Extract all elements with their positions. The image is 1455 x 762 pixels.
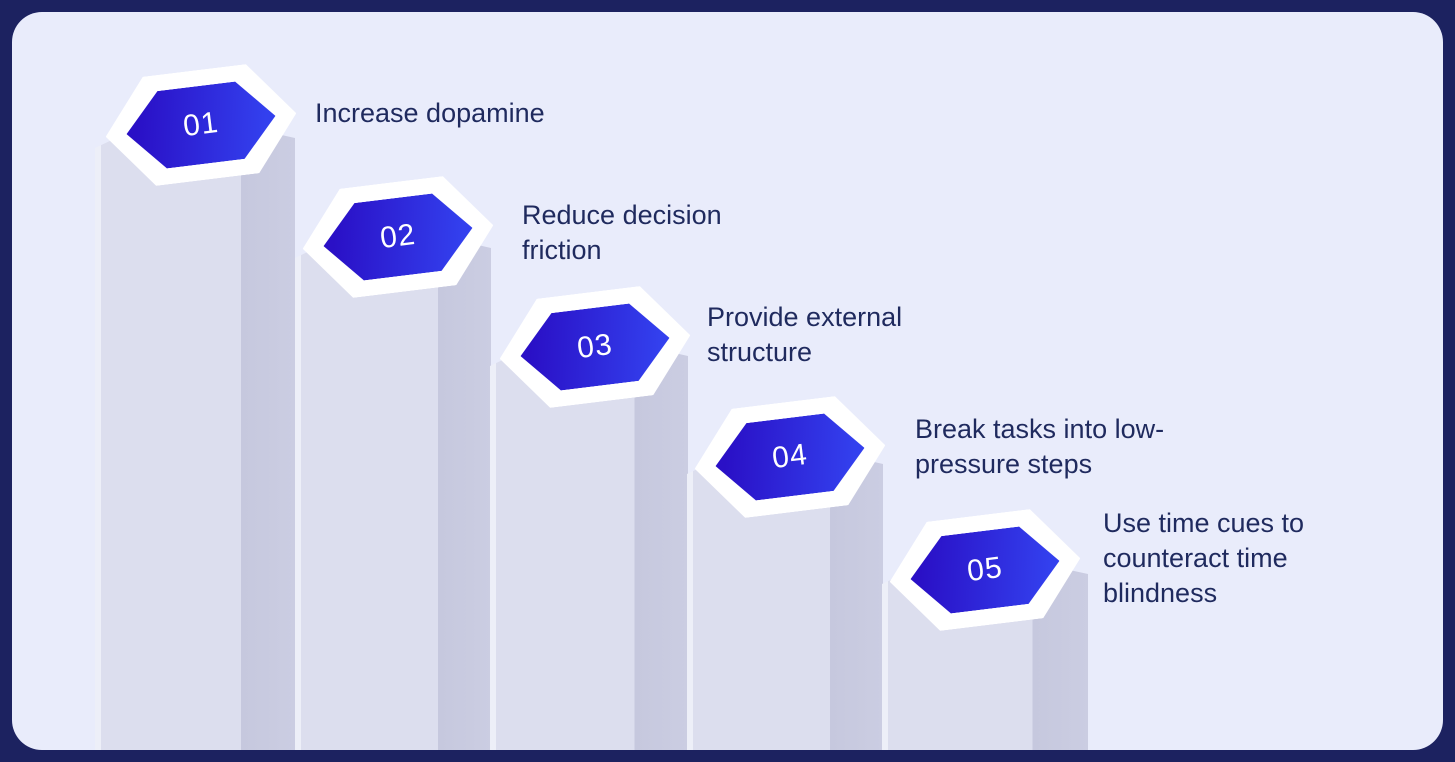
step-label-3: Provide external structure <box>707 302 903 367</box>
step-number-5: 05 <box>965 550 1005 589</box>
step-number-2: 02 <box>378 217 418 256</box>
badge-hexagon-5: 05 <box>906 522 1064 618</box>
panel-background: 01 Increase dopamine 02 Reduce decision … <box>12 12 1443 750</box>
badge-hexagon-3: 03 <box>516 299 674 395</box>
step-label-5: Use time cues to counteract time blindne… <box>1103 508 1305 608</box>
step-label-2: Reduce decision friction <box>522 200 722 265</box>
step-pillar-2 <box>295 220 491 750</box>
step-label-4: Break tasks into low-pressure steps <box>915 414 1165 479</box>
badge-hexagon-1: 01 <box>122 77 280 173</box>
step-number-4: 04 <box>770 437 810 476</box>
badge-hexagon-2: 02 <box>319 189 477 285</box>
badge-hexagon-4: 04 <box>711 409 869 505</box>
step-number-1: 01 <box>181 105 221 144</box>
step-pillar-1 <box>95 110 295 750</box>
step-number-3: 03 <box>575 327 615 366</box>
step-label-1: Increase dopamine <box>315 98 545 128</box>
